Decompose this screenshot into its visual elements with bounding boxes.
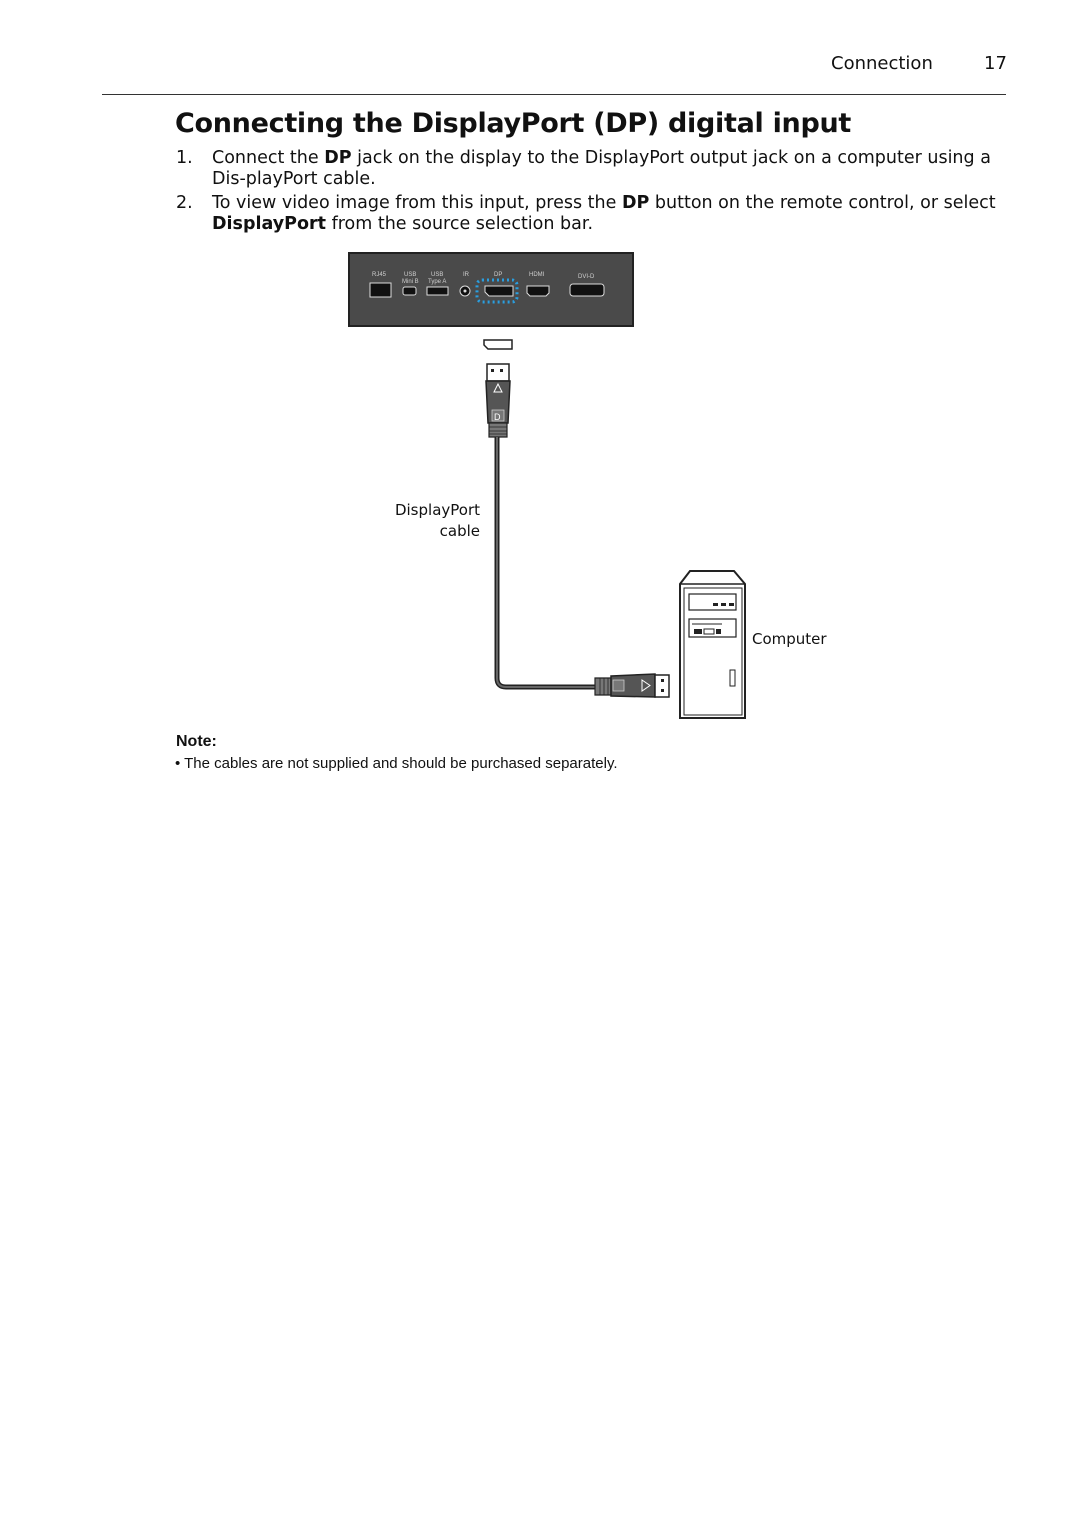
running-header-section: Connection (831, 53, 933, 74)
step-text: To view video image from this input, pre… (212, 193, 622, 213)
step-bold-term: DP (324, 148, 352, 168)
note-text: • The cables are not supplied and should… (175, 755, 618, 772)
dp-cable (494, 437, 596, 690)
step-bold-term: DP (621, 193, 650, 213)
ir-port-pin (463, 289, 467, 293)
dvi-port-icon (569, 283, 605, 297)
dp-port-icon (484, 285, 514, 297)
header-divider (102, 94, 1006, 95)
usb-a-port-icon (426, 286, 449, 296)
step-bold-term: DisplayPort (212, 214, 326, 234)
rj45-port-icon (369, 282, 392, 298)
page-number: 17 (984, 53, 1007, 74)
usb-a-sublabel: Type A (428, 279, 446, 285)
usb-mini-label: USB (404, 272, 416, 278)
dp-logo-icon: D (494, 412, 501, 422)
step-number: 1. (176, 148, 193, 168)
hdmi-port-icon (526, 285, 550, 297)
dp-cable-connector-top: D (485, 363, 511, 438)
display-port-panel: RJ45 USB Mini B USB Type A IR DP HDMI DV… (348, 252, 634, 327)
cable-label: DisplayPort cable (360, 500, 480, 542)
computer-label: Computer (752, 630, 827, 648)
usb-mini-port-icon (402, 286, 417, 296)
hdmi-label: HDMI (529, 272, 545, 278)
usb-mini-sublabel: Mini B (402, 279, 419, 285)
usb-a-label: USB (431, 272, 443, 278)
page-title: Connecting the DisplayPort (DP) digital … (175, 108, 852, 139)
rj45-label: RJ45 (372, 272, 387, 278)
dp-cable-connector-bottom (594, 673, 670, 698)
dvi-label: DVI-D (578, 274, 595, 280)
cable-label-line-2: cable (439, 522, 480, 540)
instruction-step-1: 1. Connect the DP jack on the display to… (176, 148, 1006, 190)
instruction-list: 1. Connect the DP jack on the display to… (176, 148, 1006, 238)
computer-tower-icon (679, 570, 746, 719)
instruction-step-2: 2. To view video image from this input, … (176, 193, 1006, 235)
step-text: from the source selection bar. (326, 214, 594, 234)
step-text: jack on the display to the DisplayPort o… (212, 148, 991, 189)
note-heading: Note: (176, 733, 217, 750)
ir-label: IR (463, 272, 470, 278)
dp-jack-indicator-icon (483, 339, 513, 350)
dp-port-highlight (475, 278, 519, 304)
dp-label: DP (494, 272, 502, 278)
step-number: 2. (176, 193, 193, 213)
step-text: Connect the (212, 148, 325, 168)
dp-cable-inner (496, 437, 596, 688)
step-text: button on the remote control, or select (649, 193, 996, 213)
cable-label-line-1: DisplayPort (394, 501, 480, 519)
